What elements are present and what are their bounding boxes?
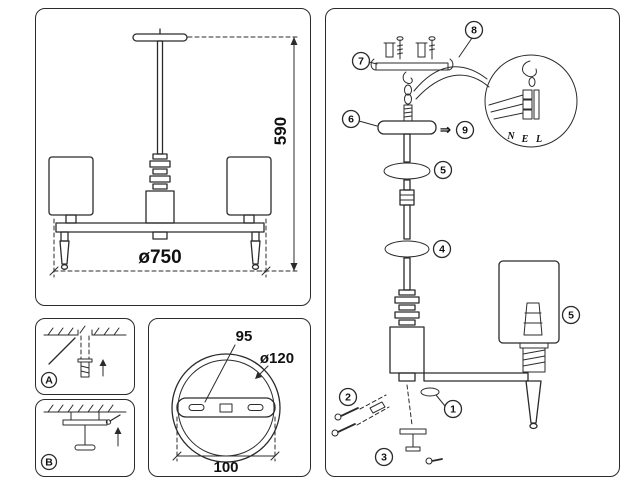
svg-text:2: 2: [345, 392, 351, 404]
panel-chandelier-view: 590 ø750: [35, 8, 311, 306]
side-screws: [331, 394, 390, 437]
callout-leaders: [358, 37, 473, 407]
ceiling-hatch: [43, 404, 127, 413]
svg-text:5: 5: [568, 310, 574, 322]
plate-dim-diameter-label: ø120: [260, 350, 294, 367]
callout-4: 4: [432, 239, 452, 259]
callout-5-shade: 5: [561, 305, 581, 325]
wire-label-n: N: [506, 131, 515, 142]
wall-anchor: [77, 358, 93, 378]
step-a-label: A: [45, 375, 53, 387]
screwdriver-icon: [48, 337, 76, 365]
screw-icon: [105, 414, 121, 425]
panel-mounting-plate: 95 ø120 100: [148, 318, 311, 477]
callout-5-ring: 5: [433, 160, 453, 180]
arm-and-lamp: [420, 260, 560, 430]
canopy: [377, 120, 437, 135]
callout-3: 3: [374, 447, 394, 467]
supply-wires: [413, 66, 490, 100]
wire-label-e: E: [521, 134, 529, 145]
panel-assembly: N E L: [325, 8, 620, 477]
hook-and-links: [402, 71, 413, 122]
assembly-drawing: N E L: [331, 20, 581, 467]
step-a-drawing: A: [40, 325, 127, 389]
ceiling-hatch: [43, 325, 127, 336]
diameter-dimension: ø750: [49, 218, 271, 278]
raise-arrow: [114, 427, 122, 447]
plate-drawing: 95 ø120 100: [171, 328, 294, 475]
height-dimension: 590: [187, 36, 301, 272]
panel-step-b: B: [35, 399, 135, 477]
terminal-block: [488, 60, 540, 120]
chandelier-fixture: [48, 28, 272, 270]
plate-dim-diameter: ø120: [255, 350, 294, 379]
center-column: [383, 133, 431, 382]
chandelier-drawing: 590 ø750: [48, 28, 301, 278]
panel-step-a: A: [35, 318, 135, 395]
bottom-clamp: [399, 384, 443, 465]
step-b-drawing: B: [40, 404, 127, 471]
wiring-detail-circle: N E L: [484, 54, 578, 148]
svg-text:8: 8: [471, 25, 477, 37]
step-b-label: B: [45, 457, 53, 469]
svg-text:5: 5: [440, 165, 446, 177]
plate-dim-95-label: 95: [236, 328, 253, 345]
callout-2: 2: [338, 387, 358, 407]
wire-label-l: L: [535, 134, 542, 145]
svg-text:4: 4: [439, 244, 445, 256]
svg-text:6: 6: [348, 114, 354, 126]
dim-height-label: 590: [271, 117, 290, 145]
callout-1: 1: [443, 399, 463, 419]
callout-8: 8: [464, 20, 484, 40]
insert-arrow: [99, 359, 107, 377]
callout-9: 9: [455, 120, 475, 140]
arrow-to-9: ⇒: [440, 122, 451, 137]
plate-dim-100: 100: [172, 416, 280, 475]
step-b-badge: B: [40, 453, 58, 471]
dim-diameter-label: ø750: [138, 247, 181, 268]
step-a-badge: A: [40, 371, 58, 389]
callout-6: 6: [341, 109, 361, 129]
callout-7: 7: [351, 51, 371, 71]
ceiling-bracket: [370, 36, 454, 71]
svg-text:1: 1: [450, 404, 456, 416]
plate-dim-95: 95: [204, 328, 253, 403]
svg-text:7: 7: [358, 56, 364, 68]
svg-text:9: 9: [462, 125, 468, 137]
plate-dim-100-label: 100: [213, 459, 238, 475]
mounting-bracket: [62, 411, 108, 451]
drill-hole-guides: [80, 335, 90, 360]
svg-text:3: 3: [381, 452, 387, 464]
